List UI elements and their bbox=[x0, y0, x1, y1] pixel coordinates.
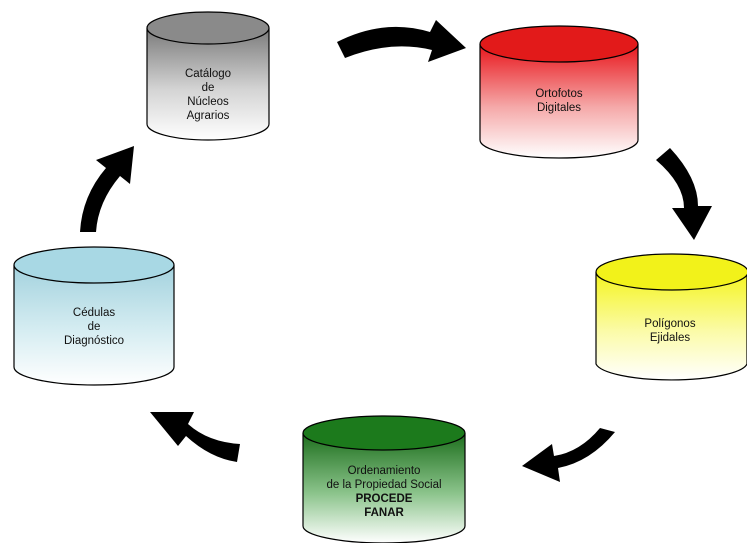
arrow-cedulas-to-catalogo bbox=[80, 146, 134, 232]
arrow-ortofotos-to-poligonos bbox=[656, 148, 712, 240]
node-cedulas-line-2: de bbox=[88, 321, 101, 333]
node-catalogo-line-2: de bbox=[202, 82, 215, 94]
node-ordenamiento-line-4: FANAR bbox=[364, 507, 404, 519]
node-poligonos-line-2: Ejidales bbox=[650, 332, 691, 344]
node-cedulas-line-3: Diagnóstico bbox=[64, 335, 124, 347]
node-poligonos-line-1: Polígonos bbox=[644, 318, 695, 330]
node-cedulas: Cédulas de Diagnóstico bbox=[13, 246, 175, 386]
node-ortofotos: Ortofotos Digitales bbox=[479, 25, 639, 159]
node-ortofotos-line-1: Ortofotos bbox=[535, 88, 583, 100]
node-ordenamiento-line-2: de la Propiedad Social bbox=[326, 479, 441, 491]
node-cedulas-line-1: Cédulas bbox=[73, 307, 115, 319]
node-catalogo: Catálogo de Núcleos Agrarios bbox=[146, 11, 270, 141]
arrow-ordenamiento-to-cedulas bbox=[150, 412, 240, 462]
arrow-catalogo-to-ortofotos bbox=[337, 20, 466, 62]
node-ordenamiento-line-3: PROCEDE bbox=[356, 493, 413, 505]
node-ordenamiento: Ordenamiento de la Propiedad Social PROC… bbox=[302, 415, 466, 543]
arrow-poligonos-to-ordenamiento bbox=[522, 428, 615, 482]
node-ordenamiento-line-1: Ordenamiento bbox=[348, 465, 421, 477]
node-catalogo-line-4: Agrarios bbox=[187, 110, 230, 122]
node-catalogo-line-3: Núcleos bbox=[187, 96, 229, 108]
node-poligonos: Polígonos Ejidales bbox=[595, 253, 747, 381]
node-catalogo-line-1: Catálogo bbox=[185, 68, 231, 80]
node-ortofotos-line-2: Digitales bbox=[537, 102, 581, 114]
